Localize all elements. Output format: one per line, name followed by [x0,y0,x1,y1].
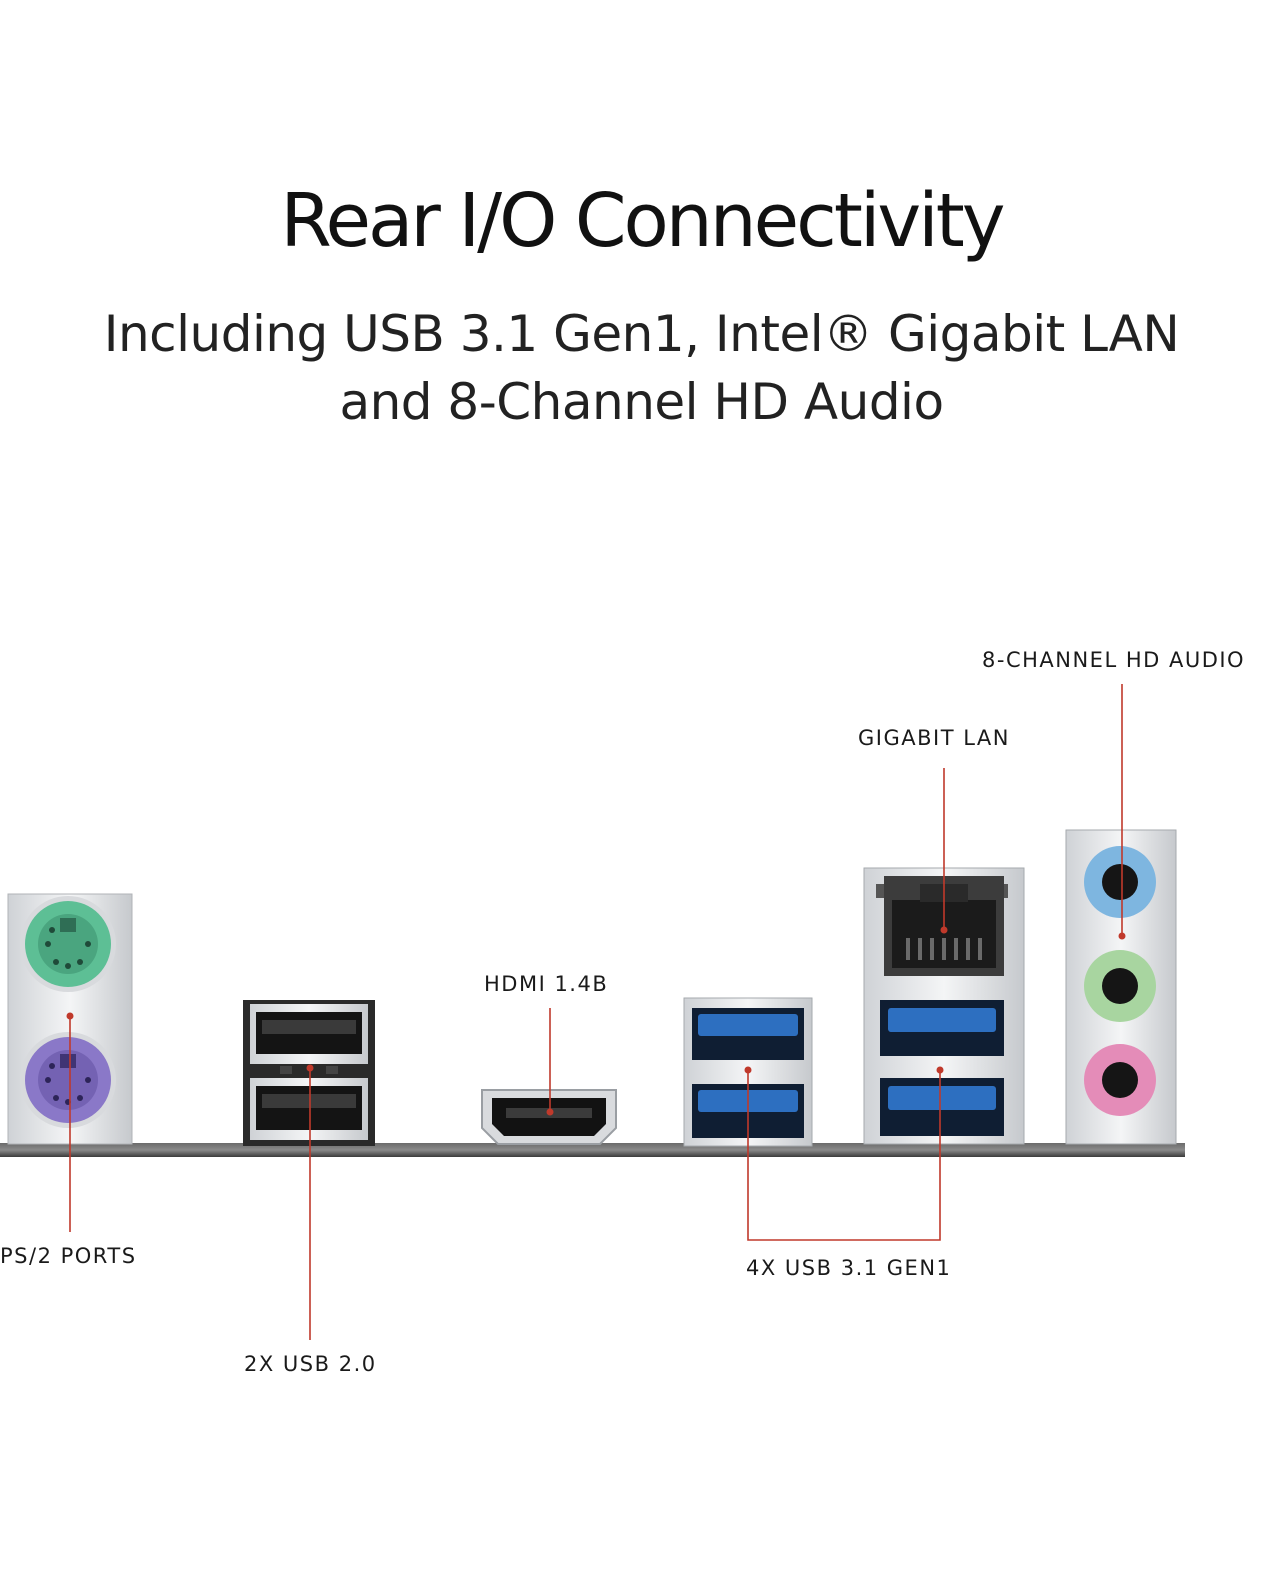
label-usb2: 2X USB 2.0 [244,1352,377,1376]
label-hdmi: HDMI 1.4B [484,972,609,996]
page-title: Rear I/O Connectivity [280,178,1005,264]
ps2-ports [7,893,133,1145]
audio-jacks [1065,829,1177,1145]
label-ps2: PS/2 PORTS [0,1244,137,1268]
label-audio: 8-CHANNEL HD AUDIO [982,648,1246,672]
callout-dots [66,926,1126,1116]
label-usb31: 4X USB 3.1 GEN1 [746,1256,952,1280]
subtitle-line-1: Including USB 3.1 Gen1, Intel® Gigabit L… [103,305,1180,363]
page-subtitle: Including USB 3.1 Gen1, Intel® Gigabit L… [0,300,1283,436]
hdmi-port [481,1089,617,1145]
motherboard-edge [0,1143,1185,1157]
callout-lines [69,684,1123,1340]
subtitle-line-2: and 8-Channel HD Audio [339,373,944,431]
usb2-ports [243,1000,375,1146]
label-lan: GIGABIT LAN [858,726,1010,750]
